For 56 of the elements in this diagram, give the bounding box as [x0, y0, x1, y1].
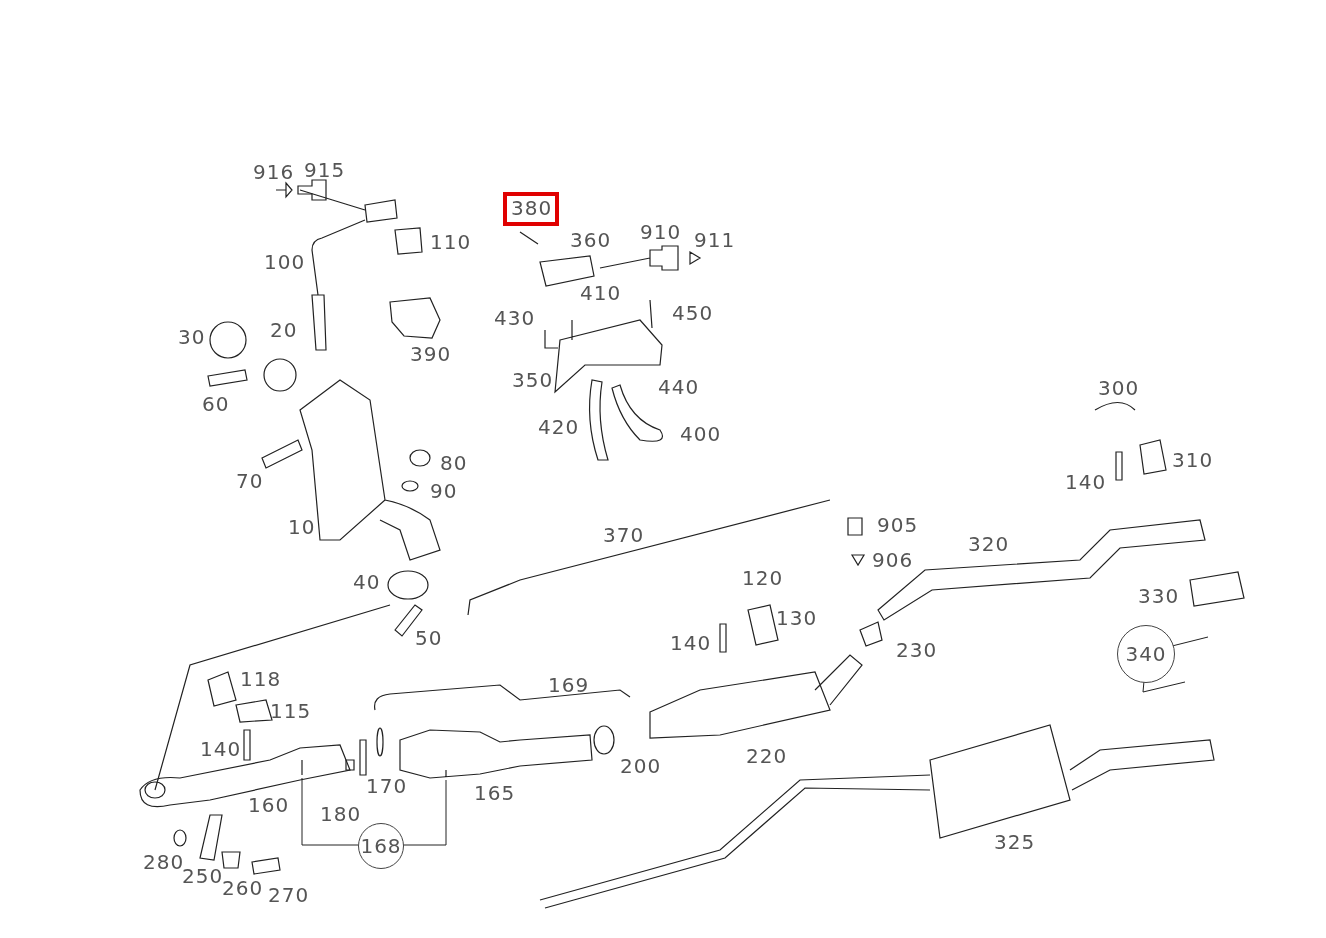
callout-number: 80: [440, 452, 468, 474]
callout-number: 400: [680, 423, 722, 445]
callout-number: 140: [1065, 471, 1107, 493]
callout-number: 320: [968, 533, 1010, 555]
callout-number: 200: [620, 755, 662, 777]
leader-line: [1171, 636, 1209, 647]
leader-line: [301, 777, 359, 846]
callout-number: 350: [512, 369, 554, 391]
callout-number: 180: [320, 803, 362, 825]
callout-number: 906: [872, 549, 914, 571]
callout-number: 360: [570, 229, 612, 251]
callout-number: 115: [270, 700, 312, 722]
callout-number: 370: [603, 524, 645, 546]
callout-number: 160: [248, 794, 290, 816]
callout-number: 165: [474, 782, 516, 804]
leader-line: [1142, 680, 1186, 693]
callout-number: 169: [548, 674, 590, 696]
callout-number: 110: [430, 231, 472, 253]
callout-number: 230: [896, 639, 938, 661]
callout-number: 440: [658, 376, 700, 398]
callout-number: 30: [178, 326, 206, 348]
callout-number: 260: [222, 877, 264, 899]
callout-number: 170: [366, 775, 408, 797]
callout-number: 140: [200, 738, 242, 760]
callout-number: 915: [304, 159, 346, 181]
callout-number: 450: [672, 302, 714, 324]
callout-number: 90: [430, 480, 458, 502]
callout-number: 220: [746, 745, 788, 767]
callout-number: 40: [353, 571, 381, 593]
callout-number: 380: [511, 197, 553, 219]
callout-number: 70: [236, 470, 264, 492]
callout-number: 20: [270, 319, 298, 341]
callout-number: 325: [994, 831, 1036, 853]
callout-circle: 340: [1117, 625, 1175, 683]
callout-number: 270: [268, 884, 310, 906]
callout-number: 250: [182, 865, 224, 887]
callout-number: 905: [877, 514, 919, 536]
callout-number: 60: [202, 393, 230, 415]
callout-number: 330: [1138, 585, 1180, 607]
callout-number: 140: [670, 632, 712, 654]
callout-number: 911: [694, 229, 736, 251]
callout-number: 130: [776, 607, 818, 629]
callout-number: 430: [494, 307, 536, 329]
callout-number: 10: [288, 516, 316, 538]
callout-number: 910: [640, 221, 682, 243]
callout-number: 916: [253, 161, 295, 183]
callout-number: 118: [240, 668, 282, 690]
callout-circle: 168: [358, 823, 404, 869]
callout-number: 390: [410, 343, 452, 365]
callout-number: 310: [1172, 449, 1214, 471]
callout-number: 100: [264, 251, 306, 273]
callout-number: 420: [538, 416, 580, 438]
callout-number: 120: [742, 567, 784, 589]
callout-number: 50: [415, 627, 443, 649]
callout-number: 410: [580, 282, 622, 304]
callout-number: 300: [1098, 377, 1140, 399]
